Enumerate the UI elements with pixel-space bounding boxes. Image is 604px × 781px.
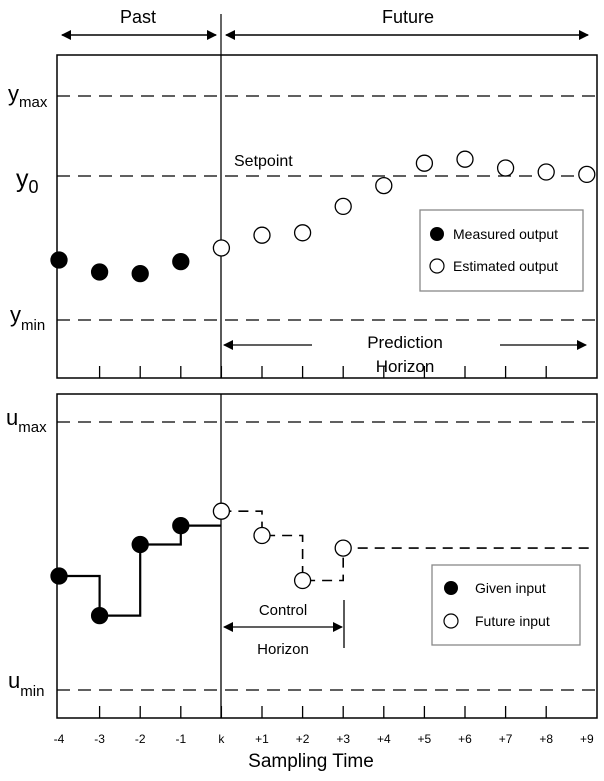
- x-tick-label: -4: [54, 732, 65, 746]
- umax-axis-label: umax: [6, 405, 47, 436]
- estimated-output-point-3: [334, 197, 352, 216]
- future-input-point-1: [253, 526, 271, 545]
- x-tick-label: +2: [296, 732, 310, 746]
- given-input-legend-label: Given input: [475, 580, 546, 596]
- estimated-output-point-7: [496, 159, 515, 177]
- future-input-point-0: [212, 502, 231, 520]
- estimated-output-point-4: [375, 176, 393, 195]
- measured-output-point-1: [90, 263, 109, 281]
- ymin-axis-label: ymin: [10, 302, 45, 334]
- prediction-horizon-label-2: Horizon: [376, 357, 435, 376]
- x-tick-label: +8: [539, 732, 553, 746]
- input-x-ticks: [98, 706, 547, 718]
- given-input-point-2: [131, 535, 149, 554]
- estimated-output-legend-label: Estimated output: [453, 258, 558, 274]
- control-horizon-label-1: Control: [259, 602, 307, 619]
- umin-axis-label: umin: [8, 668, 44, 700]
- output-panel-frame: [56, 54, 598, 379]
- estimated-output-point-6: [456, 150, 474, 168]
- given-input-point-1: [90, 606, 109, 625]
- input-legend-box: [431, 564, 581, 646]
- x-tick-label: -1: [175, 732, 186, 746]
- x-tick-label: -3: [94, 732, 105, 746]
- x-tick-label: +1: [255, 732, 269, 746]
- measured-output-point-0: [50, 251, 68, 269]
- future-input-point-3: [334, 539, 352, 557]
- given-input-point-0: [50, 567, 68, 585]
- future-input-staircase: [221, 510, 592, 582]
- estimated-output-point-1: [253, 226, 271, 244]
- future-label: Future: [382, 7, 434, 27]
- output-x-ticks: [98, 366, 547, 378]
- input-panel-frame: [56, 393, 598, 719]
- measured-output-point-2: [131, 264, 149, 283]
- output-legend-box: [419, 209, 584, 292]
- ymax-axis-label: ymax: [8, 81, 48, 111]
- x-tick-label: +4: [377, 732, 391, 746]
- x-axis-label: Sampling Time: [248, 751, 374, 772]
- x-tick-label: +5: [418, 732, 432, 746]
- y0-axis-label: y0: [16, 165, 39, 197]
- x-tick-labels: -4 -3 -2 -1 k +1 +2 +3 +4 +5 +6 +7 +8 +9: [54, 732, 594, 746]
- given-input-point-3: [172, 516, 190, 535]
- measured-output-point-3: [172, 252, 190, 271]
- future-input-legend-label: Future input: [475, 613, 550, 629]
- x-tick-label: +7: [499, 732, 513, 746]
- future-input-point-2: [293, 571, 312, 590]
- past-label: Past: [120, 7, 156, 27]
- setpoint-label: Setpoint: [234, 153, 293, 170]
- given-input-legend-marker: [444, 581, 458, 595]
- output-points: [50, 150, 596, 283]
- x-tick-label: +9: [580, 732, 594, 746]
- estimated-output-point-0: [212, 239, 231, 257]
- estimated-output-point-9: [578, 165, 596, 184]
- measured-output-legend-marker: [430, 227, 444, 241]
- x-tick-label: +3: [336, 732, 350, 746]
- estimated-output-point-2: [293, 224, 312, 242]
- estimated-output-point-8: [537, 163, 555, 181]
- prediction-horizon-label-1: Prediction: [367, 333, 443, 352]
- control-horizon-label-2: Horizon: [257, 641, 309, 658]
- future-input-legend-marker: [443, 613, 459, 629]
- input-points: [50, 502, 352, 625]
- x-tick-label: +6: [458, 732, 472, 746]
- estimated-output-point-5: [415, 154, 434, 172]
- estimated-output-legend-marker: [429, 258, 445, 274]
- x-tick-label: k: [218, 732, 225, 746]
- x-tick-label: -2: [135, 732, 146, 746]
- measured-output-legend-label: Measured output: [453, 226, 558, 242]
